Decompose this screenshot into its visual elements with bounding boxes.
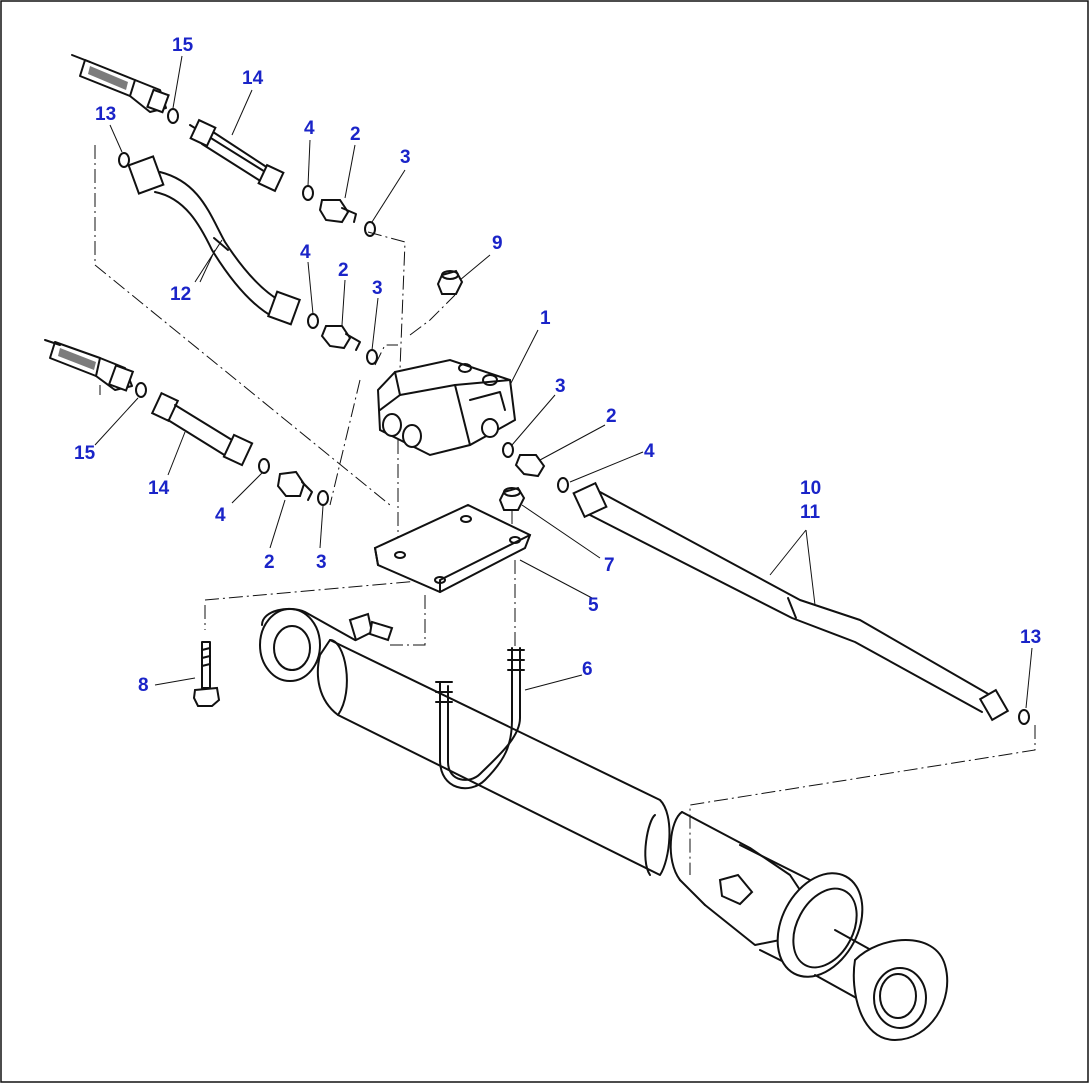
o-ring-15-upper (167, 108, 179, 124)
callout-14-upper: 14 (242, 68, 264, 89)
callout-13-right: 13 (1020, 627, 1041, 648)
callout-5: 5 (588, 595, 599, 616)
leader-lines (94, 55, 1033, 709)
callout-12: 12 (170, 284, 191, 305)
valve-block-1 (376, 358, 517, 457)
callout-14-lower: 14 (148, 478, 170, 499)
o-ring-4-d (258, 458, 270, 474)
o-ring-3-a (364, 221, 376, 237)
upper-hose-end (71, 54, 170, 114)
callout-2-b: 2 (338, 260, 349, 281)
callout-2-d: 2 (264, 552, 275, 573)
callout-3-d: 3 (316, 552, 327, 573)
tube-14-lower (150, 391, 254, 467)
o-ring-13-right (1018, 709, 1030, 725)
callout-10: 10 (800, 478, 821, 499)
hose-10-11 (572, 481, 1010, 722)
callout-8: 8 (138, 675, 149, 696)
o-ring-3-d (317, 490, 329, 506)
tube-14-upper (189, 118, 285, 193)
nut-7 (498, 486, 526, 511)
callout-4-d: 4 (215, 505, 226, 526)
o-ring-3-b (366, 349, 378, 365)
o-ring-3-c (502, 442, 514, 458)
mounting-plate-5 (373, 503, 532, 594)
u-bolt-6 (435, 647, 525, 790)
callout-2-c: 2 (606, 406, 617, 427)
o-ring-13-upper (118, 152, 130, 168)
lower-hose-end (44, 339, 135, 392)
callout-7: 7 (604, 555, 615, 576)
callout-11: 11 (800, 502, 821, 523)
callout-3-c: 3 (555, 376, 566, 397)
callout-4-a: 4 (304, 118, 315, 139)
adapter-2-b (320, 325, 361, 351)
o-ring-4-a (302, 185, 314, 201)
adapter-2-d (276, 470, 313, 501)
o-ring-15-lower (135, 382, 147, 398)
adapter-2-c (514, 454, 546, 478)
adapter-2-a (318, 199, 357, 224)
callouts: 15 14 13 4 2 3 9 4 2 3 12 1 3 2 4 15 14 … (74, 35, 1041, 696)
hydraulic-cylinder (259, 607, 949, 1042)
callout-1: 1 (540, 308, 551, 329)
nut-9 (436, 269, 464, 295)
callout-9: 9 (492, 233, 503, 254)
callout-2-a: 2 (350, 124, 361, 145)
callout-4-b: 4 (300, 242, 311, 263)
o-ring-4-b (307, 313, 319, 329)
bolt-8 (192, 641, 221, 707)
o-ring-4-c (557, 477, 569, 493)
callout-4-c: 4 (644, 441, 655, 462)
callout-3-b: 3 (372, 278, 383, 299)
bent-tube-12 (127, 155, 302, 326)
callout-13-upper: 13 (95, 104, 116, 125)
callout-15-lower: 15 (74, 443, 96, 464)
callout-3-a: 3 (400, 147, 411, 168)
assembly-center-lines (94, 145, 1036, 875)
callout-6: 6 (582, 659, 593, 680)
callout-15-upper: 15 (172, 35, 194, 56)
